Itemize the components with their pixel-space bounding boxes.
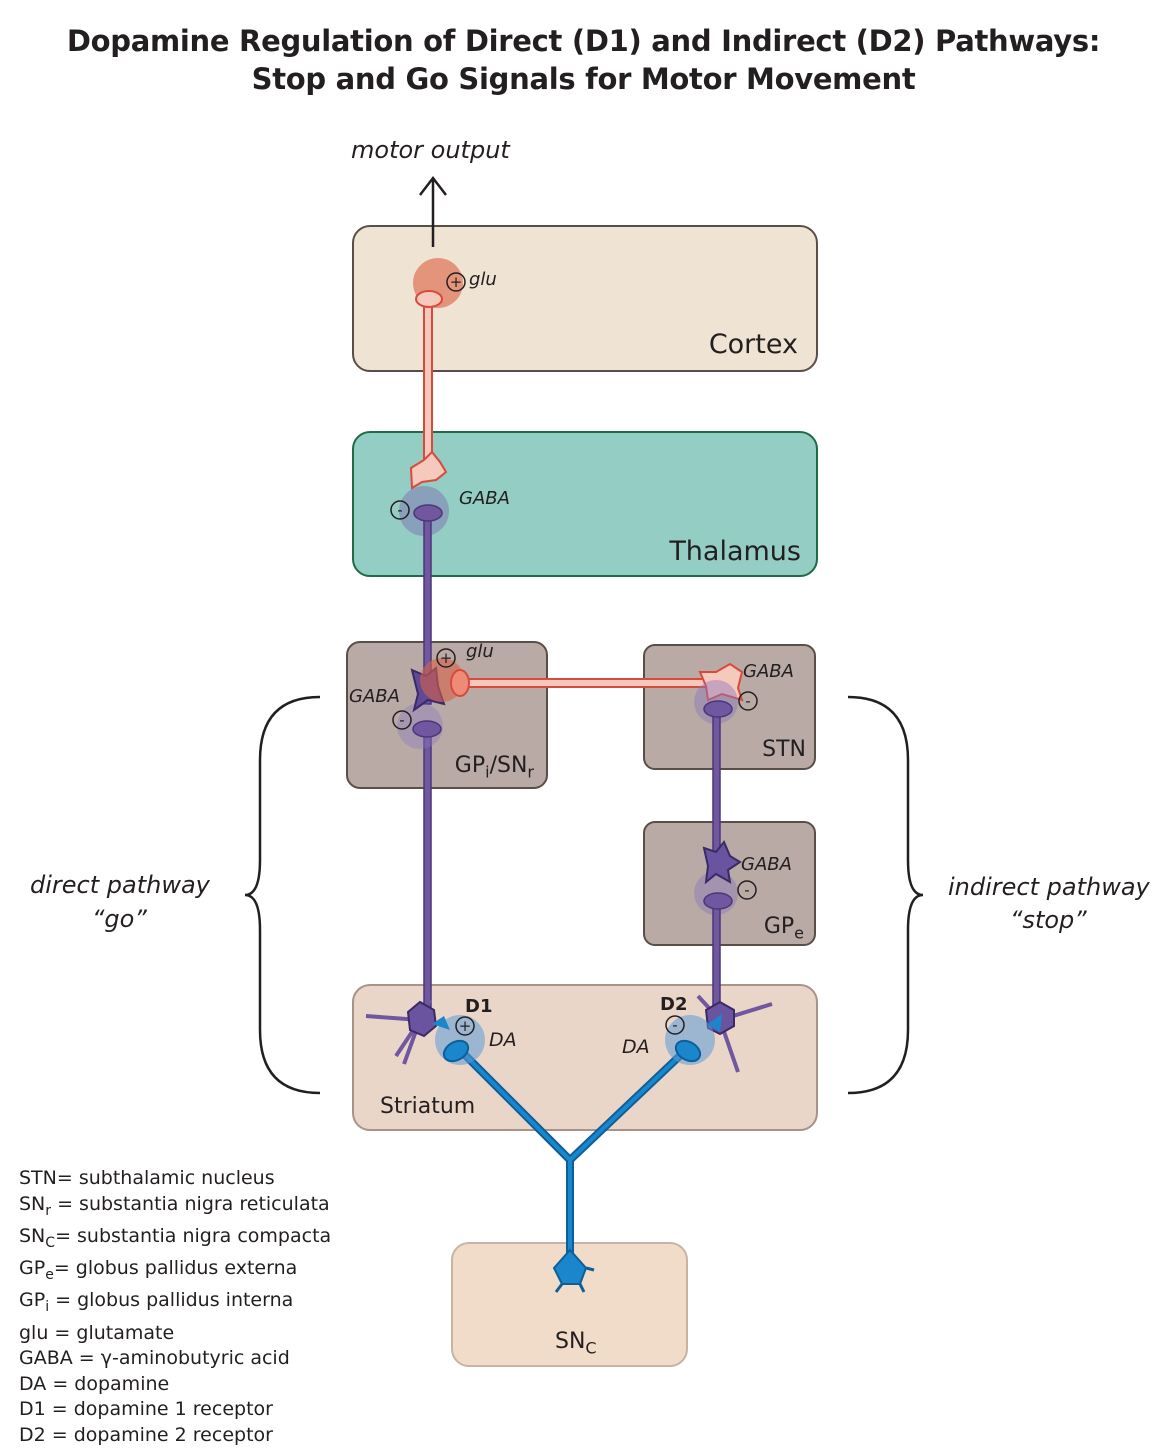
- neuron-icon: [702, 840, 742, 885]
- da-left-label: DA: [489, 1029, 517, 1051]
- legend-abbr-sub: e: [45, 1266, 54, 1283]
- legend-item: D2 = dopamine 2 receptor: [19, 1423, 331, 1448]
- legend-definition: = dopamine: [46, 1372, 170, 1395]
- legend-item: GABA = γ-aminobutyric acid: [19, 1346, 331, 1372]
- neuron-icon: [552, 1248, 595, 1293]
- d1-receptor-label: D1: [465, 996, 493, 1017]
- legend-abbr: SN: [19, 1192, 46, 1215]
- minus-sign-icon: -: [744, 881, 749, 899]
- legend-definition: = dopamine 1 receptor: [45, 1398, 273, 1421]
- stn-glu-axon: [450, 669, 713, 697]
- legend-abbr: SN: [19, 1224, 46, 1247]
- minus-sign-icon: -: [399, 711, 404, 729]
- bracket-icon: [244, 695, 321, 1095]
- gpe-sub: e: [794, 923, 804, 942]
- legend-abbr: GP: [19, 1289, 46, 1312]
- neuron-icon: [406, 1000, 735, 1038]
- direct-gaba-axon: [397, 486, 449, 1013]
- legend-item: GPi = globus pallidus interna: [19, 1288, 331, 1320]
- legend-item: DA = dopamine: [19, 1372, 331, 1398]
- legend-abbr: D2: [19, 1423, 46, 1446]
- legend-abbr: glu: [19, 1321, 49, 1344]
- stn-gaba-label: GABA: [743, 661, 794, 682]
- snr-sub: r: [527, 762, 534, 781]
- plus-sign-icon: +: [450, 273, 463, 291]
- legend-item: GPe= globus pallidus externa: [19, 1256, 331, 1288]
- legend-item: SNr = substantia nigra reticulata: [19, 1192, 331, 1224]
- gpe-gaba-label: GABA: [741, 854, 792, 875]
- legend-definition: = substantia nigra compacta: [55, 1224, 332, 1247]
- legend-item: STN= subthalamic nucleus: [19, 1166, 331, 1192]
- legend-abbr: GP: [19, 1257, 46, 1280]
- cortex-glu-label: glu: [469, 269, 497, 290]
- legend-definition: = glutamate: [48, 1321, 175, 1344]
- plus-sign-icon: +: [440, 649, 453, 667]
- legend-item: D1 = dopamine 1 receptor: [19, 1397, 331, 1423]
- legend-abbr: D1: [19, 1398, 46, 1421]
- d2-receptor-label: D2: [660, 994, 688, 1015]
- snc-base: SN: [555, 1328, 586, 1354]
- minus-sign-icon: -: [672, 1016, 677, 1034]
- legend-abbr: STN: [19, 1167, 57, 1189]
- gpi-snr-label: GPi/SNr: [455, 753, 534, 781]
- cortex-label: Cortex: [708, 329, 798, 360]
- legend-definition: = globus pallidus externa: [53, 1257, 298, 1280]
- arrow-up-icon: [419, 175, 447, 247]
- motor-output-label: motor output: [351, 136, 510, 164]
- legend-abbr: GABA: [19, 1347, 73, 1370]
- title-line-2: Stop and Go Signals for Motor Movement: [251, 62, 916, 96]
- gpi-sub: i: [485, 762, 490, 781]
- gpe-box: GPe: [643, 821, 816, 946]
- legend-item: glu = glutamate: [19, 1321, 331, 1347]
- bracket-icon: [847, 695, 924, 1095]
- da-right-label: DA: [622, 1036, 650, 1058]
- legend-definition: = subthalamic nucleus: [56, 1167, 275, 1189]
- legend-abbr-sub: r: [45, 1202, 52, 1219]
- legend-item: SNC= substantia nigra compacta: [19, 1224, 331, 1256]
- striatum-label: Striatum: [380, 1094, 476, 1119]
- neuron-icon: [698, 662, 744, 702]
- legend-definition: = substantia nigra reticulata: [51, 1192, 330, 1215]
- snc-sub: C: [585, 1338, 597, 1357]
- thalamus-label: Thalamus: [669, 536, 801, 567]
- indirect-stop-label: “stop”: [1010, 906, 1087, 934]
- minus-sign-icon: -: [745, 692, 750, 710]
- legend-abbr-sub: i: [45, 1299, 50, 1316]
- gpi-base: GP: [454, 752, 486, 778]
- legend-abbr: DA: [19, 1372, 47, 1395]
- gpe-base: GP: [763, 913, 795, 939]
- snc-label: SNC: [555, 1329, 597, 1357]
- plus-sign-icon: [436, 272, 475, 1036]
- stn-box: STN: [643, 644, 816, 770]
- direct-go-label: “go”: [92, 905, 147, 933]
- legend-definition: = γ-aminobutyric acid: [72, 1347, 290, 1370]
- minus-sign-icon: -: [397, 501, 402, 519]
- stn-label: STN: [762, 737, 806, 762]
- indirect-gaba-axon: [694, 680, 738, 1013]
- direct-pathway-label: direct pathway: [30, 871, 210, 899]
- legend-abbr-sub: C: [45, 1234, 56, 1251]
- gpe-label: GPe: [764, 914, 804, 942]
- snr-base: /SN: [489, 752, 528, 778]
- thalamus-gaba-label: GABA: [459, 488, 510, 509]
- gpi-gaba-label: GABA: [349, 686, 400, 707]
- minus-sign-icon: [390, 500, 758, 1035]
- title-line-1: Dopamine Regulation of Direct (D1) and I…: [66, 24, 1101, 58]
- legend-definition: = dopamine 2 receptor: [45, 1423, 273, 1446]
- da-terminals: [432, 1014, 722, 1065]
- indirect-pathway-label: indirect pathway: [948, 873, 1150, 901]
- plus-sign-icon: +: [459, 1017, 472, 1035]
- gpi-glu-label: glu: [466, 641, 494, 662]
- legend-definition: = globus pallidus interna: [49, 1289, 294, 1312]
- dopamine-axon: [458, 1048, 688, 1264]
- neuron-icon: [409, 450, 448, 490]
